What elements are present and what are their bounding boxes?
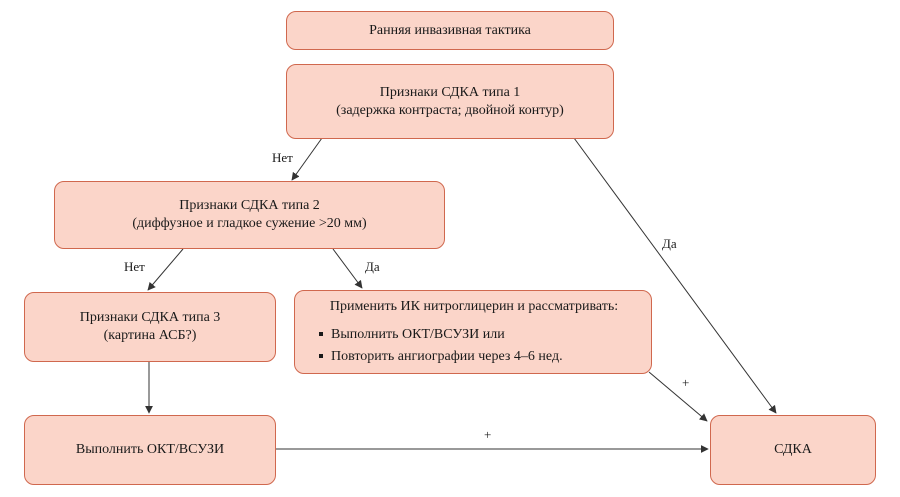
edge-label-nitro-plus: + [682, 375, 690, 390]
node-early-invasive-label: Ранняя инвазивная тактика [369, 22, 531, 38]
node-sdka-type1: Признаки СДКА типа 1 (задержка контраста… [286, 64, 614, 139]
edge-label-type2-yes: Да [365, 259, 380, 274]
node-sdka-type1-title: Признаки СДКА типа 1 [379, 84, 521, 100]
node-sdka-type1-subtitle: (задержка контраста; двойной контур) [336, 102, 564, 118]
edge-label-oct-plus: + [484, 427, 492, 442]
node-sdka-type2: Признаки СДКА типа 2 (диффузное и гладко… [54, 181, 445, 249]
node-sdka-type3-subtitle: (картина АСБ?) [103, 328, 197, 343]
list-item: Выполнить ОКТ/ВСУЗИ или [307, 326, 563, 344]
arrow-type1-to-sdka [573, 137, 777, 414]
node-perform-oct-label: Выполнить ОКТ/ВСУЗИ [75, 442, 225, 457]
node-perform-oct: Выполнить ОКТ/ВСУЗИ [24, 415, 276, 485]
node-early-invasive: Ранняя инвазивная тактика [286, 11, 614, 50]
node-sdka-label: СДКА [774, 442, 812, 457]
edge-label-type2-no: Нет [124, 259, 145, 274]
node-nitroglycerin-list: Выполнить ОКТ/ВСУЗИ или Повторить ангиог… [307, 322, 563, 366]
arrow-type2-to-nitro [332, 248, 363, 289]
node-sdka-type3-title: Признаки СДКА типа 3 [79, 310, 221, 325]
node-nitroglycerin-title: Применить ИК нитроглицерин и рассматрива… [329, 299, 619, 314]
arrow-type1-to-type2 [291, 137, 323, 181]
arrow-type2-to-type3 [147, 248, 184, 291]
node-nitroglycerin: Применить ИК нитроглицерин и рассматрива… [294, 290, 652, 374]
edge-label-type1-yes: Да [662, 236, 677, 251]
edge-label-type1-no: Нет [272, 150, 293, 165]
node-sdka: СДКА [710, 415, 876, 485]
node-sdka-type2-title: Признаки СДКА типа 2 [179, 198, 320, 213]
list-item: Повторить ангиографии через 4–6 нед. [307, 348, 563, 366]
node-sdka-type2-subtitle: (диффузное и гладкое сужение >20 мм) [132, 216, 367, 231]
arrow-nitro-to-sdka [648, 371, 708, 422]
node-sdka-type3: Признаки СДКА типа 3 (картина АСБ?) [24, 292, 276, 362]
